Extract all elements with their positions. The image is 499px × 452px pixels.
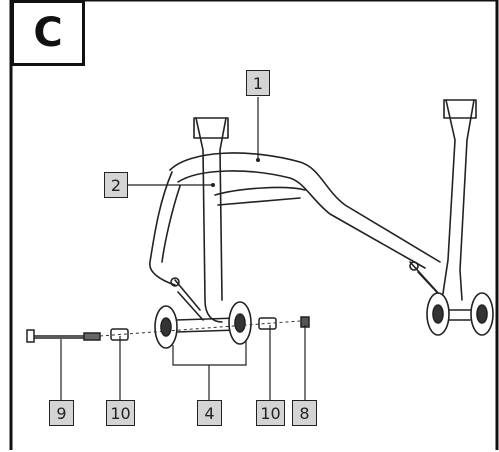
bolt-thread <box>83 332 101 341</box>
frame-border <box>9 0 499 450</box>
left-upright-2 <box>219 117 227 301</box>
callout-part-2: 2 <box>104 172 128 198</box>
right-upright-2 <box>459 99 475 301</box>
section-letter: C <box>33 10 63 56</box>
right-upright-cap <box>443 99 477 119</box>
spacer-right <box>258 317 277 330</box>
left-knob <box>170 277 180 287</box>
inner-bar-lower <box>217 197 301 206</box>
crossbar-tube-inner <box>177 170 426 269</box>
section-frame: C <box>11 0 499 452</box>
leader-4 <box>172 340 247 400</box>
left-upright-cap <box>193 117 229 139</box>
wheel-far-left-hub <box>432 304 444 324</box>
callout-part-4: 4 <box>197 400 222 426</box>
callout-part-9: 9 <box>49 400 74 426</box>
right-knob <box>409 261 419 271</box>
left-axle <box>175 317 239 333</box>
wheel-far-right-hub <box>476 304 488 324</box>
wheel-left-inner <box>160 317 172 337</box>
callout-part-10-right: 10 <box>256 400 285 426</box>
callout-part-8: 8 <box>292 400 317 426</box>
right-upright-1 <box>441 99 456 301</box>
left-arm-inner <box>161 185 181 263</box>
left-upright-1 <box>195 117 223 323</box>
left-upright-base <box>174 279 204 321</box>
wheel-right-inner <box>234 313 246 333</box>
section-label-box: C <box>11 0 85 66</box>
callout-part-1: 1 <box>246 70 270 96</box>
crossbar-tube <box>169 152 441 263</box>
left-arm-outer <box>149 171 176 286</box>
inner-bar <box>214 186 306 196</box>
callout-part-10-left: 10 <box>106 400 135 426</box>
